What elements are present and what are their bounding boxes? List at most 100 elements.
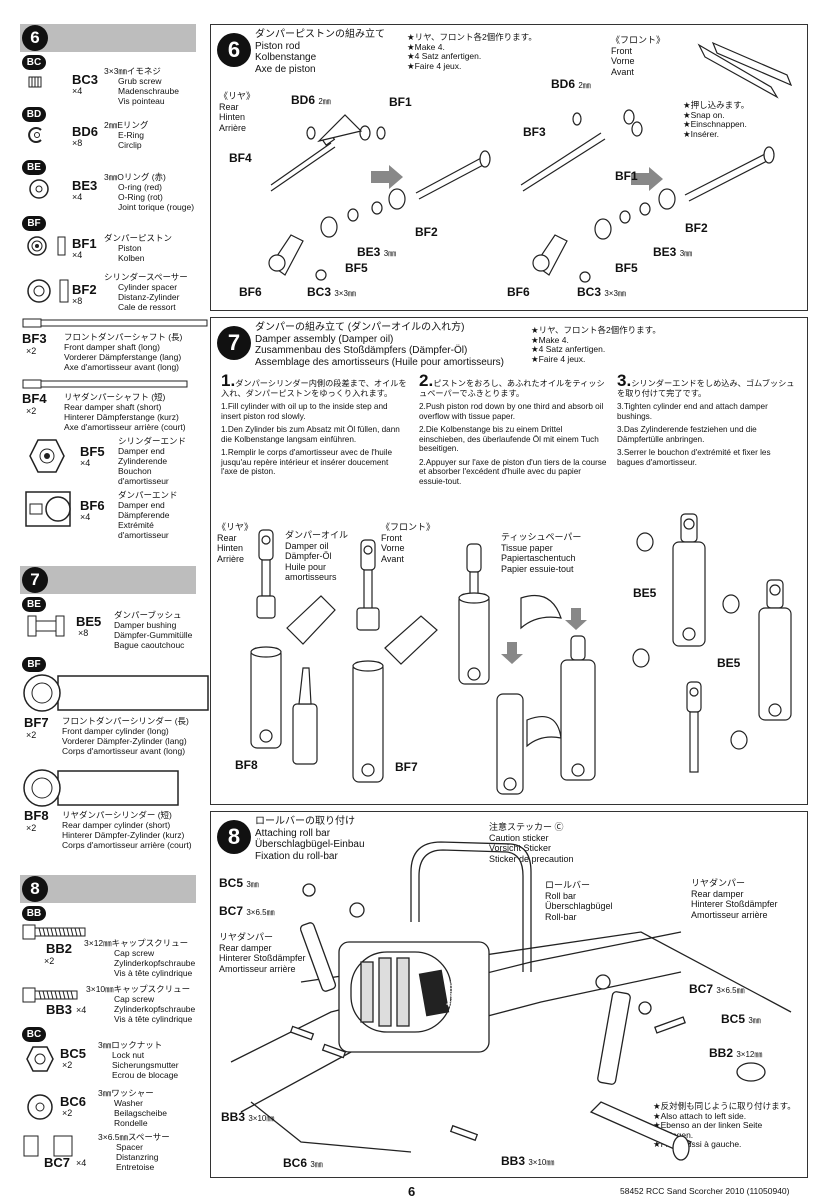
step7-panel: 7 ダンパーの組み立て (ダンパーオイルの入れ方) Damper assembl… [210,317,808,805]
cylinder-end-icon [29,439,65,473]
part-qty-bf8: ×2 [26,823,37,833]
part-code-bf2: BF2 [72,282,97,297]
e-ring-icon [28,127,42,143]
step6-number: 6 [217,33,251,67]
part-code-bc3: BC3 [72,72,99,87]
part-qty-bf6: ×4 [80,512,91,522]
part-desc-bf3: フロントダンパーシャフト (長) Front damper shaft (lon… [64,332,183,372]
label-bf1-front: BF1 [615,169,638,183]
step7-title: ダンパーの組み立て (ダンパーオイルの入れ方) Damper assembly … [255,322,504,368]
step6-snap-note: ★押し込みます。★Snap on.★Einschnappen.★Insérer. [683,100,750,139]
part-qty-bc5: ×2 [62,1060,73,1070]
part-qty-bf2: ×8 [72,296,83,306]
part-desc-be5: ダンパーブッシュ Damper bushing Dämpfer-Gummitül… [114,610,193,650]
part-qty-be3: ×4 [72,192,83,202]
part-qty-bb3: ×4 [76,1005,87,1015]
label-bb3-left: BB3 3×10㎜ [221,1110,275,1124]
part-code-bc7: BC7 [44,1155,71,1170]
part-desc-bf1: ダンパーピストン Piston Kolben [104,233,173,263]
lock-nut-icon [26,1046,54,1072]
part-desc-be3: 3㎜Oリング (赤) O-ring (red) O-Ring (rot) Joi… [104,172,195,212]
bag-tag-bb: BB [22,906,46,921]
step7-diagram [250,513,792,795]
label-bb3-bottom: BB3 3×10㎜ [501,1154,555,1168]
bag-tag-bf-7: BF [22,657,46,672]
label-bc5-right: BC5 3㎜ [721,1012,761,1026]
part-code-bb3: BB3 [46,1002,73,1017]
step8-sidebar-number: 8 [22,876,48,902]
arrow-icon [631,167,663,191]
piston-icon [27,236,66,256]
label-bc6: BC6 3㎜ [283,1156,323,1170]
label-be5-upper: BE5 [633,586,657,600]
step7-make-note: ★リヤ、フロント各2個作ります。★Make 4.★4 Satz anfertig… [531,325,661,364]
label-be5-lower: BE5 [717,656,741,670]
step6-title: ダンパーピストンの組み立て Piston rod Kolbenstange Ax… [255,29,385,75]
label-bc5-left: BC5 3㎜ [219,876,259,890]
step8-sidebar-header: 8 [20,875,196,903]
label-bf5-rear: BF5 [345,261,368,275]
part-code-bf6: BF6 [80,498,105,513]
part-desc-bc3: 3×3㎜イモネジ Grub screw Madenschraube Vis po… [104,66,179,106]
part-desc-bf7: フロントダンパーシリンダー (長) Front damper cylinder … [62,716,189,756]
arrow-icon [371,165,403,189]
part-desc-bf8: リヤダンパーシリンダー (短) Rear damper cylinder (sh… [62,810,192,850]
label-bf7: BF7 [395,760,418,774]
front-shaft-icon [22,318,208,328]
label-be3-front: BE3 3㎜ [653,245,693,259]
step7-sidebar-header: 7 [20,566,196,594]
label-bf2-rear: BF2 [415,225,438,239]
label-bc3-rear: BC3 3×3㎜ [307,285,356,299]
bag-tag-be: BE [22,160,46,175]
label-bf6-rear: BF6 [239,285,262,299]
step6-diagram [268,41,793,283]
part-qty-bb2: ×2 [44,956,55,966]
part-desc-bc5: 3㎜ロックナット Lock nut Sicherungsmutter Ecrou… [98,1040,179,1080]
cap-screw-long-icon [22,924,86,940]
step6-sidebar-header: 6 [20,24,196,52]
label-bf6-front: BF6 [507,285,530,299]
part-desc-bc6: 3㎜ワッシャー Washer Beilagscheibe Rondelle [98,1088,167,1128]
cap-screw-short-icon [22,987,78,1003]
part-code-bc5: BC5 [60,1046,87,1061]
arrow-down-icon [501,642,523,664]
part-qty-bf4: ×2 [26,406,37,416]
part-code-bf3: BF3 [22,331,47,346]
step6-panel: 6 ダンパーピストンの組み立て Piston rod Kolbenstange … [210,24,808,311]
part-code-bd6: BD6 [72,124,99,139]
bag-tag-bf: BF [22,216,46,231]
part-desc-bd6: 2㎜Eリング E-Ring Circlip [104,120,149,150]
part-qty-bf7: ×2 [26,730,37,740]
step7-instruction-3: 3.シリンダーエンドをしめ込み、ゴムブッシュを取り付けて完了です。 3.Tigh… [617,371,795,467]
step8-panel: 8 ロールバーの取り付け Attaching roll bar Überschl… [210,811,808,1178]
page-number: 6 [408,1184,416,1199]
part-desc-bb2: 3×12㎜キャップスクリュー Cap screw Zylinderkopfsch… [84,938,196,978]
step6-sidebar-number: 6 [22,25,48,51]
part-code-be3: BE3 [72,178,98,193]
label-be3-rear: BE3 3㎜ [357,245,397,259]
bag-tag-bc-8: BC [22,1027,46,1042]
part-code-be5: BE5 [76,614,102,629]
part-qty-bf1: ×4 [72,250,83,260]
washer-icon [27,1094,53,1120]
step7-instruction-2: 2.ピストンをおろし、あふれたオイルをティッシュペーパーでふきとります。 2.P… [419,371,607,486]
part-code-bf4: BF4 [22,391,47,406]
label-bc3-front: BC3 3×3㎜ [577,285,626,299]
bag-tag-bc: BC [22,55,46,70]
bag-tag-bd: BD [22,107,46,122]
bag-tag-be-7: BE [22,597,46,612]
spacer-icon [23,1135,73,1157]
label-bd6-front: BD6 2㎜ [551,77,591,91]
part-desc-bb3: 3×10㎜キャップスクリュー Cap screw Zylinderkopfsch… [86,984,196,1024]
label-bb2: BB2 3×12㎜ [709,1046,763,1060]
label-bf1-rear: BF1 [389,95,412,109]
part-desc-bf6: ダンパーエンド Damper end Dämpferende Extrémité… [118,490,178,540]
